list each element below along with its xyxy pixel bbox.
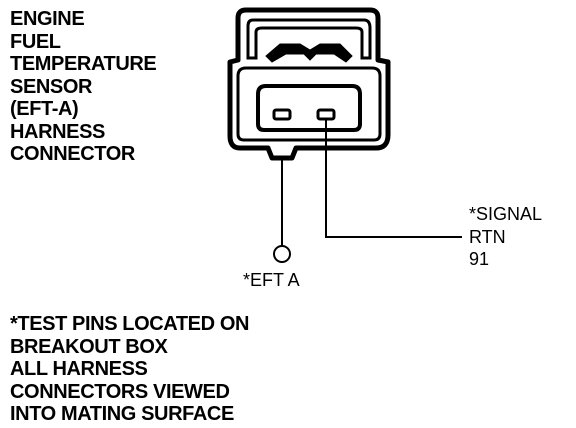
signal-rtn-label-line: RTN xyxy=(469,226,506,247)
footnote: *TEST PINS LOCATED ON BREAKOUT BOX ALL H… xyxy=(10,313,249,426)
connector-title: ENGINE FUEL TEMPERATURE SENSOR (EFT-A) H… xyxy=(10,8,157,166)
pin-slot-signal-rtn xyxy=(316,108,336,121)
title-line: (EFT-A) xyxy=(10,98,79,120)
footnote-line: ALL HARNESS xyxy=(10,358,148,381)
test-pin-eft-a xyxy=(273,245,291,263)
title-line: FUEL xyxy=(10,30,61,53)
connector-latch xyxy=(246,18,372,60)
title-line: TEMPERATURE xyxy=(10,53,157,75)
footnote-line: INTO MATING SURFACE xyxy=(10,403,234,426)
title-line: ENGINE xyxy=(10,8,85,30)
title-line: CONNECTOR xyxy=(10,143,135,165)
signal-rtn-label: *SIGNAL RTN 91 xyxy=(469,203,542,271)
connector-cavity xyxy=(256,84,362,132)
footnote-line: CONNECTORS VIEWED xyxy=(10,380,230,403)
eft-a-label: *EFT A xyxy=(243,270,300,290)
title-line: HARNESS xyxy=(10,120,105,143)
latch-tab xyxy=(265,43,353,63)
footnote-line: *TEST PINS LOCATED ON xyxy=(10,313,250,335)
pin-slot-eft-a xyxy=(272,108,292,121)
signal-rtn-label-line: *SIGNAL xyxy=(469,204,543,224)
signal-rtn-label-line: 91 xyxy=(469,249,490,269)
connector-housing xyxy=(227,7,391,161)
connector-body xyxy=(236,66,382,142)
footnote-line: BREAKOUT BOX xyxy=(10,335,168,358)
title-line: SENSOR xyxy=(10,75,93,98)
wire-signal-rtn xyxy=(325,119,462,238)
